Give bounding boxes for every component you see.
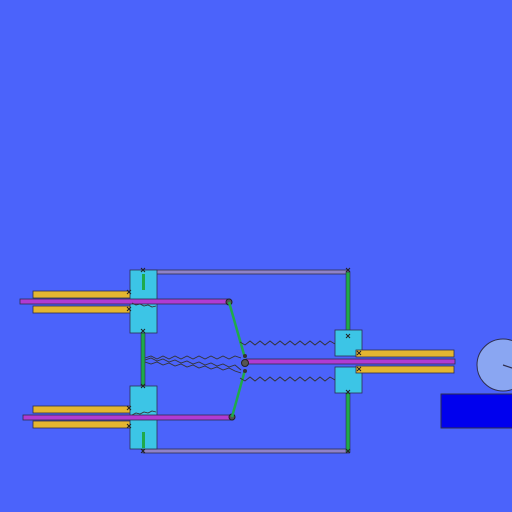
- green-pin: [142, 274, 145, 290]
- magenta-rod[interactable]: [19, 298, 231, 305]
- axle-icon: [502, 364, 512, 369]
- gold-rod[interactable]: [355, 365, 455, 374]
- green-strut[interactable]: [227, 301, 247, 359]
- gold-rod[interactable]: [32, 305, 134, 314]
- blue-box[interactable]: [440, 393, 512, 429]
- spring-icon: [144, 357, 242, 371]
- pin-joint-icon: [241, 359, 249, 367]
- spring-icon: [144, 355, 242, 360]
- frame-right-post-bottom: [345, 391, 351, 453]
- gold-rod[interactable]: [355, 349, 455, 358]
- frame-bottom-bar: [142, 448, 350, 454]
- spring-icon: [131, 302, 157, 308]
- spring-icon: [239, 340, 336, 346]
- springs: [131, 302, 336, 416]
- green-strut[interactable]: [230, 369, 247, 418]
- right-rod-assembly[interactable]: [245, 329, 456, 394]
- frame-left-post: [140, 331, 146, 389]
- left-top-rod-assembly[interactable]: [19, 269, 233, 334]
- spring-icon: [239, 376, 336, 382]
- wheel-assembly[interactable]: [476, 338, 512, 392]
- linkage-struts[interactable]: [227, 301, 249, 418]
- spring-icon: [131, 410, 157, 416]
- magenta-rod[interactable]: [245, 358, 456, 365]
- gold-rod[interactable]: [32, 420, 134, 429]
- spring-icon: [144, 361, 242, 374]
- frame-right-post-top: [345, 271, 351, 333]
- pin-joint-icon: [243, 354, 247, 358]
- gold-rod[interactable]: [32, 405, 134, 414]
- pin-joint-icon: [243, 369, 247, 373]
- green-pin: [142, 432, 145, 448]
- wheel-icon[interactable]: [476, 338, 512, 392]
- frame-top-bar: [142, 269, 350, 275]
- left-bottom-rod-assembly[interactable]: [22, 385, 236, 450]
- gold-rod[interactable]: [32, 290, 134, 299]
- magenta-rod[interactable]: [22, 414, 234, 421]
- anchor-markers: [126, 267, 362, 454]
